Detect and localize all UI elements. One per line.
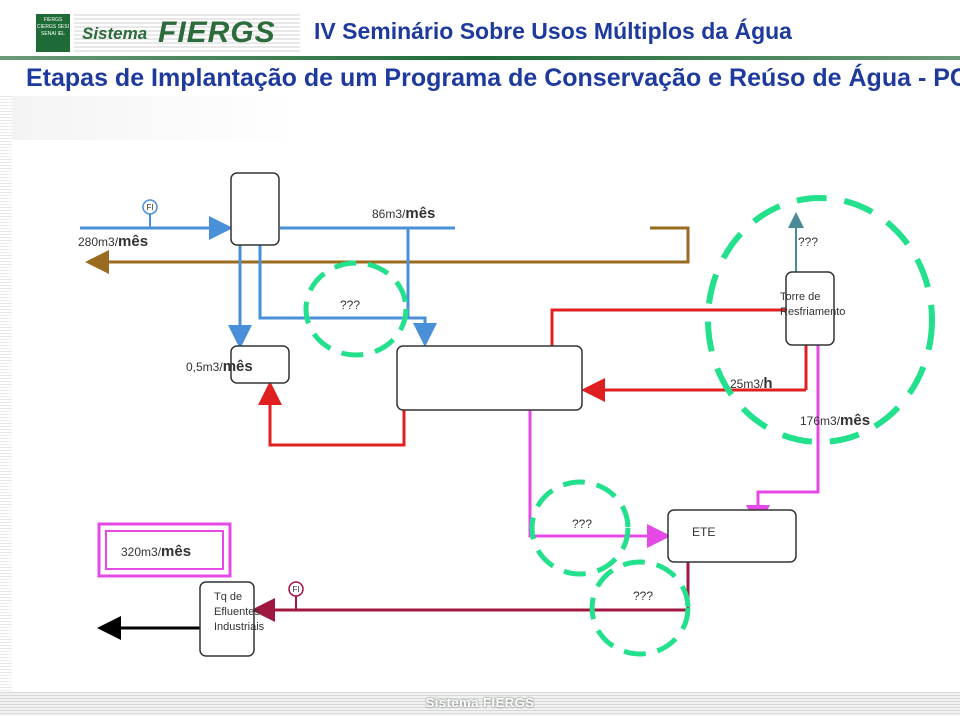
unknown-highlight-circle-4 bbox=[589, 559, 691, 657]
logo-fiergs-text: FIERGS bbox=[158, 16, 276, 49]
ete-box bbox=[667, 509, 797, 563]
unknown-label-4: ??? bbox=[633, 589, 653, 603]
page-title: Etapas de Implantação de um Programa de … bbox=[26, 64, 960, 92]
logo-strip bbox=[74, 14, 300, 52]
unknown-label-2: ??? bbox=[798, 235, 818, 249]
flow-label-25: 25m3/h bbox=[730, 375, 773, 392]
flow-label-280: 280m3/mês bbox=[78, 233, 148, 250]
title-bar bbox=[0, 56, 960, 60]
top-strip bbox=[12, 96, 960, 140]
flow-label-320: 320m3/mês bbox=[121, 543, 191, 560]
flow-320-outer-frame bbox=[97, 522, 232, 578]
red-process-loop bbox=[258, 381, 406, 447]
red-tower-to-process bbox=[550, 308, 786, 346]
unknown-label-1: ??? bbox=[340, 298, 360, 312]
effluent-tank-box bbox=[199, 581, 255, 657]
unknown-highlight-circle-1 bbox=[303, 260, 409, 358]
fi-meter-icon-top bbox=[142, 199, 158, 215]
magenta-process-to-ete bbox=[528, 410, 671, 548]
process-box bbox=[396, 345, 583, 411]
seminar-title: IV Seminário Sobre Usos Múltiplos da Águ… bbox=[314, 18, 792, 44]
unknown-label-3: ??? bbox=[572, 517, 592, 531]
unknown-highlight-circle-2 bbox=[705, 195, 935, 445]
flow-label-05: 0,5m3/mês bbox=[186, 358, 253, 375]
flow-label-86: 86m3/mês bbox=[372, 205, 435, 222]
cooling-tower-label-line2: Resfriamento bbox=[780, 306, 845, 318]
flow-320-inner-frame bbox=[105, 530, 224, 570]
fi-label-top: FI bbox=[146, 203, 153, 212]
logo-sistema-text: Sistema bbox=[82, 24, 148, 43]
magenta-tower-to-ete bbox=[746, 345, 820, 529]
unknown-highlight-circle-3 bbox=[529, 479, 631, 577]
effluent-tank-label-line1: Tq de bbox=[214, 591, 242, 603]
fiergs-logo-box: FIERGS CIERGS SESI SENAI IEL bbox=[36, 14, 70, 52]
blue-to-process bbox=[258, 245, 437, 347]
effluent-tank-label-line2: Efluentes bbox=[214, 606, 260, 618]
side-strip bbox=[0, 96, 12, 696]
fi-label-bottom: FI bbox=[292, 585, 299, 594]
footer-text: Sistema FIERGS bbox=[425, 695, 535, 710]
flow-label-176: 176m3/mês bbox=[800, 412, 870, 429]
fi-meter-icon-bottom bbox=[288, 581, 304, 597]
footer-bar bbox=[0, 692, 960, 716]
outflow-gap bbox=[44, 582, 66, 650]
cooling-tower-label-line1: Torre de bbox=[780, 291, 820, 303]
small-tank-box bbox=[230, 345, 290, 384]
brown-flow-line bbox=[85, 226, 690, 274]
header: FIERGS CIERGS SESI SENAI IEL Sistema FIE… bbox=[0, 0, 960, 60]
cooling-tower-box bbox=[785, 271, 835, 346]
top-reservoir-box bbox=[230, 172, 280, 246]
effluent-tank-label-line3: Industriais bbox=[214, 621, 265, 633]
ete-label: ETE bbox=[692, 525, 715, 539]
